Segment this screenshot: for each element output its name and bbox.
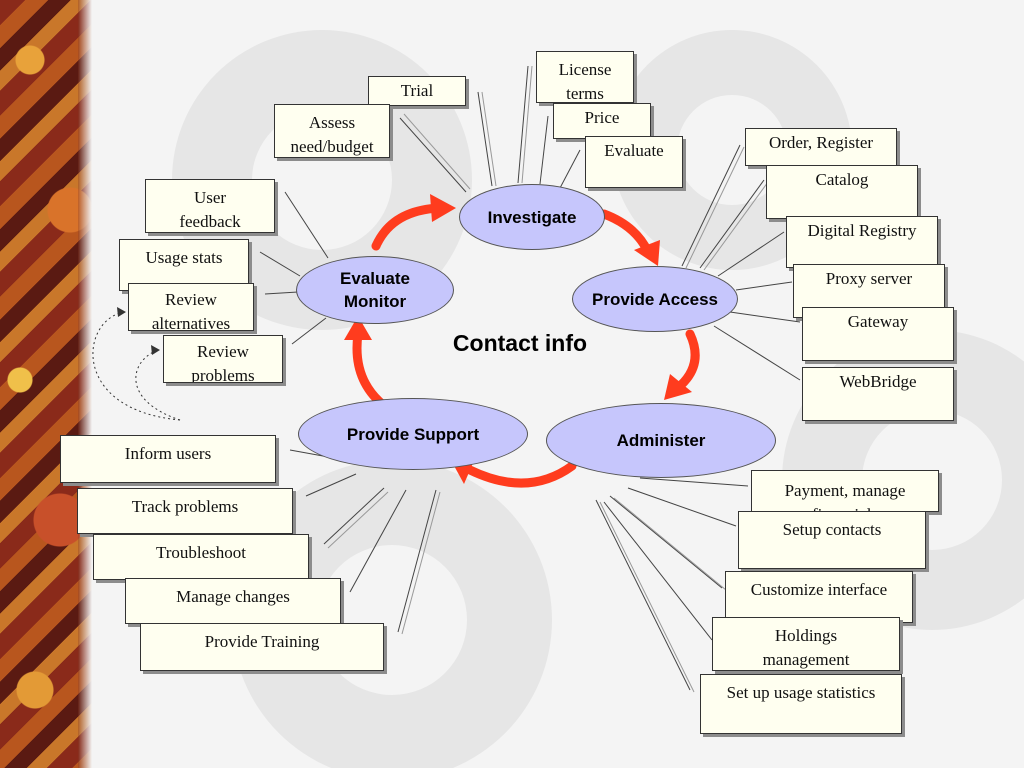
item-digital-registry: Digital Registry <box>786 216 938 268</box>
item-holdings-management: Holdings management <box>712 617 900 671</box>
stage-investigate: Investigate <box>459 184 605 250</box>
item-catalog: Catalog <box>766 165 918 219</box>
item-set-up-usage-statistics: Set up usage statistics <box>700 674 902 734</box>
item-gateway: Gateway <box>802 307 954 361</box>
stage-investigate-label: Investigate <box>487 207 577 227</box>
item-usage-stats: Usage stats <box>119 239 249 291</box>
item-evaluate: Evaluate <box>585 136 683 188</box>
item-customize-interface: Customize interface <box>725 571 913 623</box>
center-label: Contact info <box>452 330 588 356</box>
stage-provide-access-label: Provide Access <box>592 289 718 309</box>
item-track-problems: Track problems <box>77 488 293 534</box>
item-review-alternatives: Review alternatives <box>128 283 254 331</box>
stage-administer: Administer <box>546 403 776 478</box>
item-webbridge: WebBridge <box>802 367 954 421</box>
item-inform-users: Inform users <box>60 435 276 483</box>
item-troubleshoot: Troubleshoot <box>93 534 309 580</box>
item-trial: Trial <box>368 76 466 106</box>
stage-provide-access: Provide Access <box>572 266 738 332</box>
item-user-feedback: User feedback <box>145 179 275 233</box>
item-provide-training: Provide Training <box>140 623 384 671</box>
item-price: Price <box>553 103 651 139</box>
stage-evaluate-monitor: Evaluate Monitor <box>296 256 454 324</box>
item-setup-contacts: Setup contacts <box>738 511 926 569</box>
stage-provide-support: Provide Support <box>298 398 528 470</box>
item-manage-changes: Manage changes <box>125 578 341 624</box>
stage-provide-support-label: Provide Support <box>346 424 480 444</box>
stage-evaluate-monitor-label: Evaluate Monitor <box>340 269 410 311</box>
item-license-terms: License terms <box>536 51 634 103</box>
item-order-register: Order, Register <box>745 128 897 166</box>
item-assess-need-budget: Assess need/budget <box>274 104 390 158</box>
item-payment-manage-financials: Payment, manage financials <box>751 470 939 512</box>
stage-administer-label: Administer <box>616 431 706 450</box>
decorative-side-strip <box>0 0 92 768</box>
item-review-problems: Review problems <box>163 335 283 383</box>
